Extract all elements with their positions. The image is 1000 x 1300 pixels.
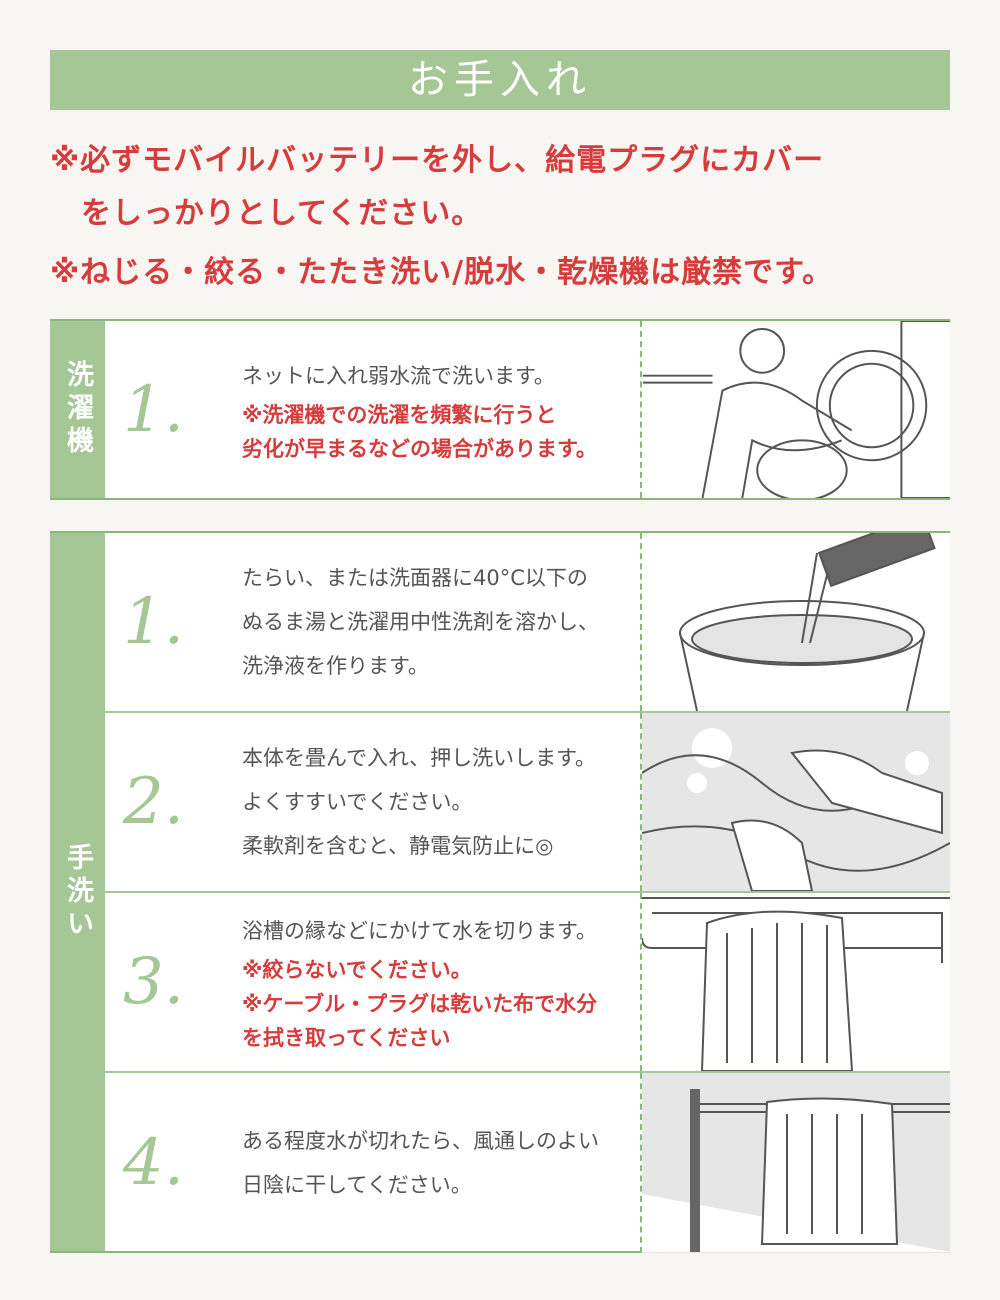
step-line: 洗浄液を作ります。 bbox=[242, 654, 429, 678]
step-line: 日陰に干してください。 bbox=[242, 1173, 472, 1197]
step-row: 1. ネットに入れ弱水流で洗います。 ※洗濯機での洗濯を頻繁に行うと 劣化が早ま… bbox=[105, 321, 950, 498]
step-note: ※絞らないでください。 bbox=[242, 958, 472, 982]
step-note: を拭き取ってください bbox=[242, 1026, 451, 1050]
pressing-wash-illustration bbox=[642, 713, 950, 891]
step-note: 劣化が早まるなどの場合があります。 bbox=[242, 436, 597, 461]
step-text: たらい、または洗面器に40°C以下の ぬるま湯と洗濯用中性洗剤を溶かし、 洗浄液… bbox=[242, 556, 692, 688]
warning-line: ※ねじる・絞る・たたき洗い/脱水・乾燥機は厳禁です。 bbox=[50, 255, 834, 290]
washing-machine-illustration bbox=[642, 321, 950, 498]
step-number: 2. bbox=[123, 765, 185, 839]
step-note: ※洗濯機での洗濯を頻繁に行うと bbox=[242, 402, 557, 427]
step-line: 柔軟剤を含むと、静電気防止に◎ bbox=[242, 834, 554, 858]
step-row: 2. 本体を畳んで入れ、押し洗いします。 よくすすいでください。 柔軟剤を含むと… bbox=[105, 713, 950, 893]
warning-line: をしっかりとしてください。 bbox=[50, 196, 483, 231]
hand-wash-section: 手洗い 1. たらい、または洗面器に40°C以下の ぬるま湯と洗濯用中性洗剤を溶… bbox=[50, 531, 950, 1253]
step-row: 4. ある程度水が切れたら、風通しのよい 日陰に干してください。 bbox=[105, 1073, 950, 1253]
washing-machine-section: 洗濯機 1. ネットに入れ弱水流で洗います。 ※洗濯機での洗濯を頻繁に行うと 劣… bbox=[50, 319, 950, 500]
step-text: 本体を畳んで入れ、押し洗いします。 よくすすいでください。 柔軟剤を含むと、静電… bbox=[242, 736, 692, 868]
step-line: ぬるま湯と洗濯用中性洗剤を溶かし、 bbox=[242, 610, 599, 634]
section-label: 洗濯機 bbox=[50, 321, 105, 498]
step-line: 浴槽の縁などにかけて水を切ります。 bbox=[242, 919, 597, 943]
step-number: 4. bbox=[123, 1126, 185, 1200]
step-line: ある程度水が切れたら、風通しのよい bbox=[242, 1129, 599, 1153]
divider bbox=[640, 893, 642, 1071]
step-number: 1. bbox=[123, 585, 185, 659]
step-line: 本体を畳んで入れ、押し洗いします。 bbox=[242, 746, 597, 770]
step-note: ※ケーブル・プラグは乾いた布で水分 bbox=[242, 992, 598, 1016]
page-title: お手入れ bbox=[50, 50, 950, 110]
divider bbox=[640, 713, 642, 891]
section-label: 手洗い bbox=[50, 533, 105, 1251]
step-text: 浴槽の縁などにかけて水を切ります。 ※絞らないでください。 ※ケーブル・プラグは… bbox=[242, 909, 692, 1055]
basin-illustration bbox=[642, 533, 950, 711]
step-line: ネットに入れ弱水流で洗います。 bbox=[242, 363, 555, 388]
divider bbox=[640, 1073, 642, 1253]
step-row: 3. 浴槽の縁などにかけて水を切ります。 ※絞らないでください。 ※ケーブル・プ… bbox=[105, 893, 950, 1073]
hanging-towel-illustration bbox=[642, 1073, 950, 1253]
step-row: 1. たらい、または洗面器に40°C以下の ぬるま湯と洗濯用中性洗剤を溶かし、 … bbox=[105, 533, 950, 713]
step-number: 1. bbox=[123, 372, 185, 447]
divider bbox=[640, 533, 642, 711]
divider bbox=[640, 321, 642, 498]
towel-on-tub-illustration bbox=[642, 893, 950, 1071]
warning-line: ※必ずモバイルバッテリーを外し、給電プラグにカバー bbox=[50, 143, 825, 178]
step-text: ネットに入れ弱水流で洗います。 ※洗濯機での洗濯を頻繁に行うと 劣化が早まるなど… bbox=[242, 354, 692, 466]
step-line: よくすすいでください。 bbox=[242, 790, 473, 814]
step-text: ある程度水が切れたら、風通しのよい 日陰に干してください。 bbox=[242, 1119, 692, 1207]
step-line: たらい、または洗面器に40°C以下の bbox=[242, 566, 588, 590]
step-number: 3. bbox=[123, 945, 185, 1019]
